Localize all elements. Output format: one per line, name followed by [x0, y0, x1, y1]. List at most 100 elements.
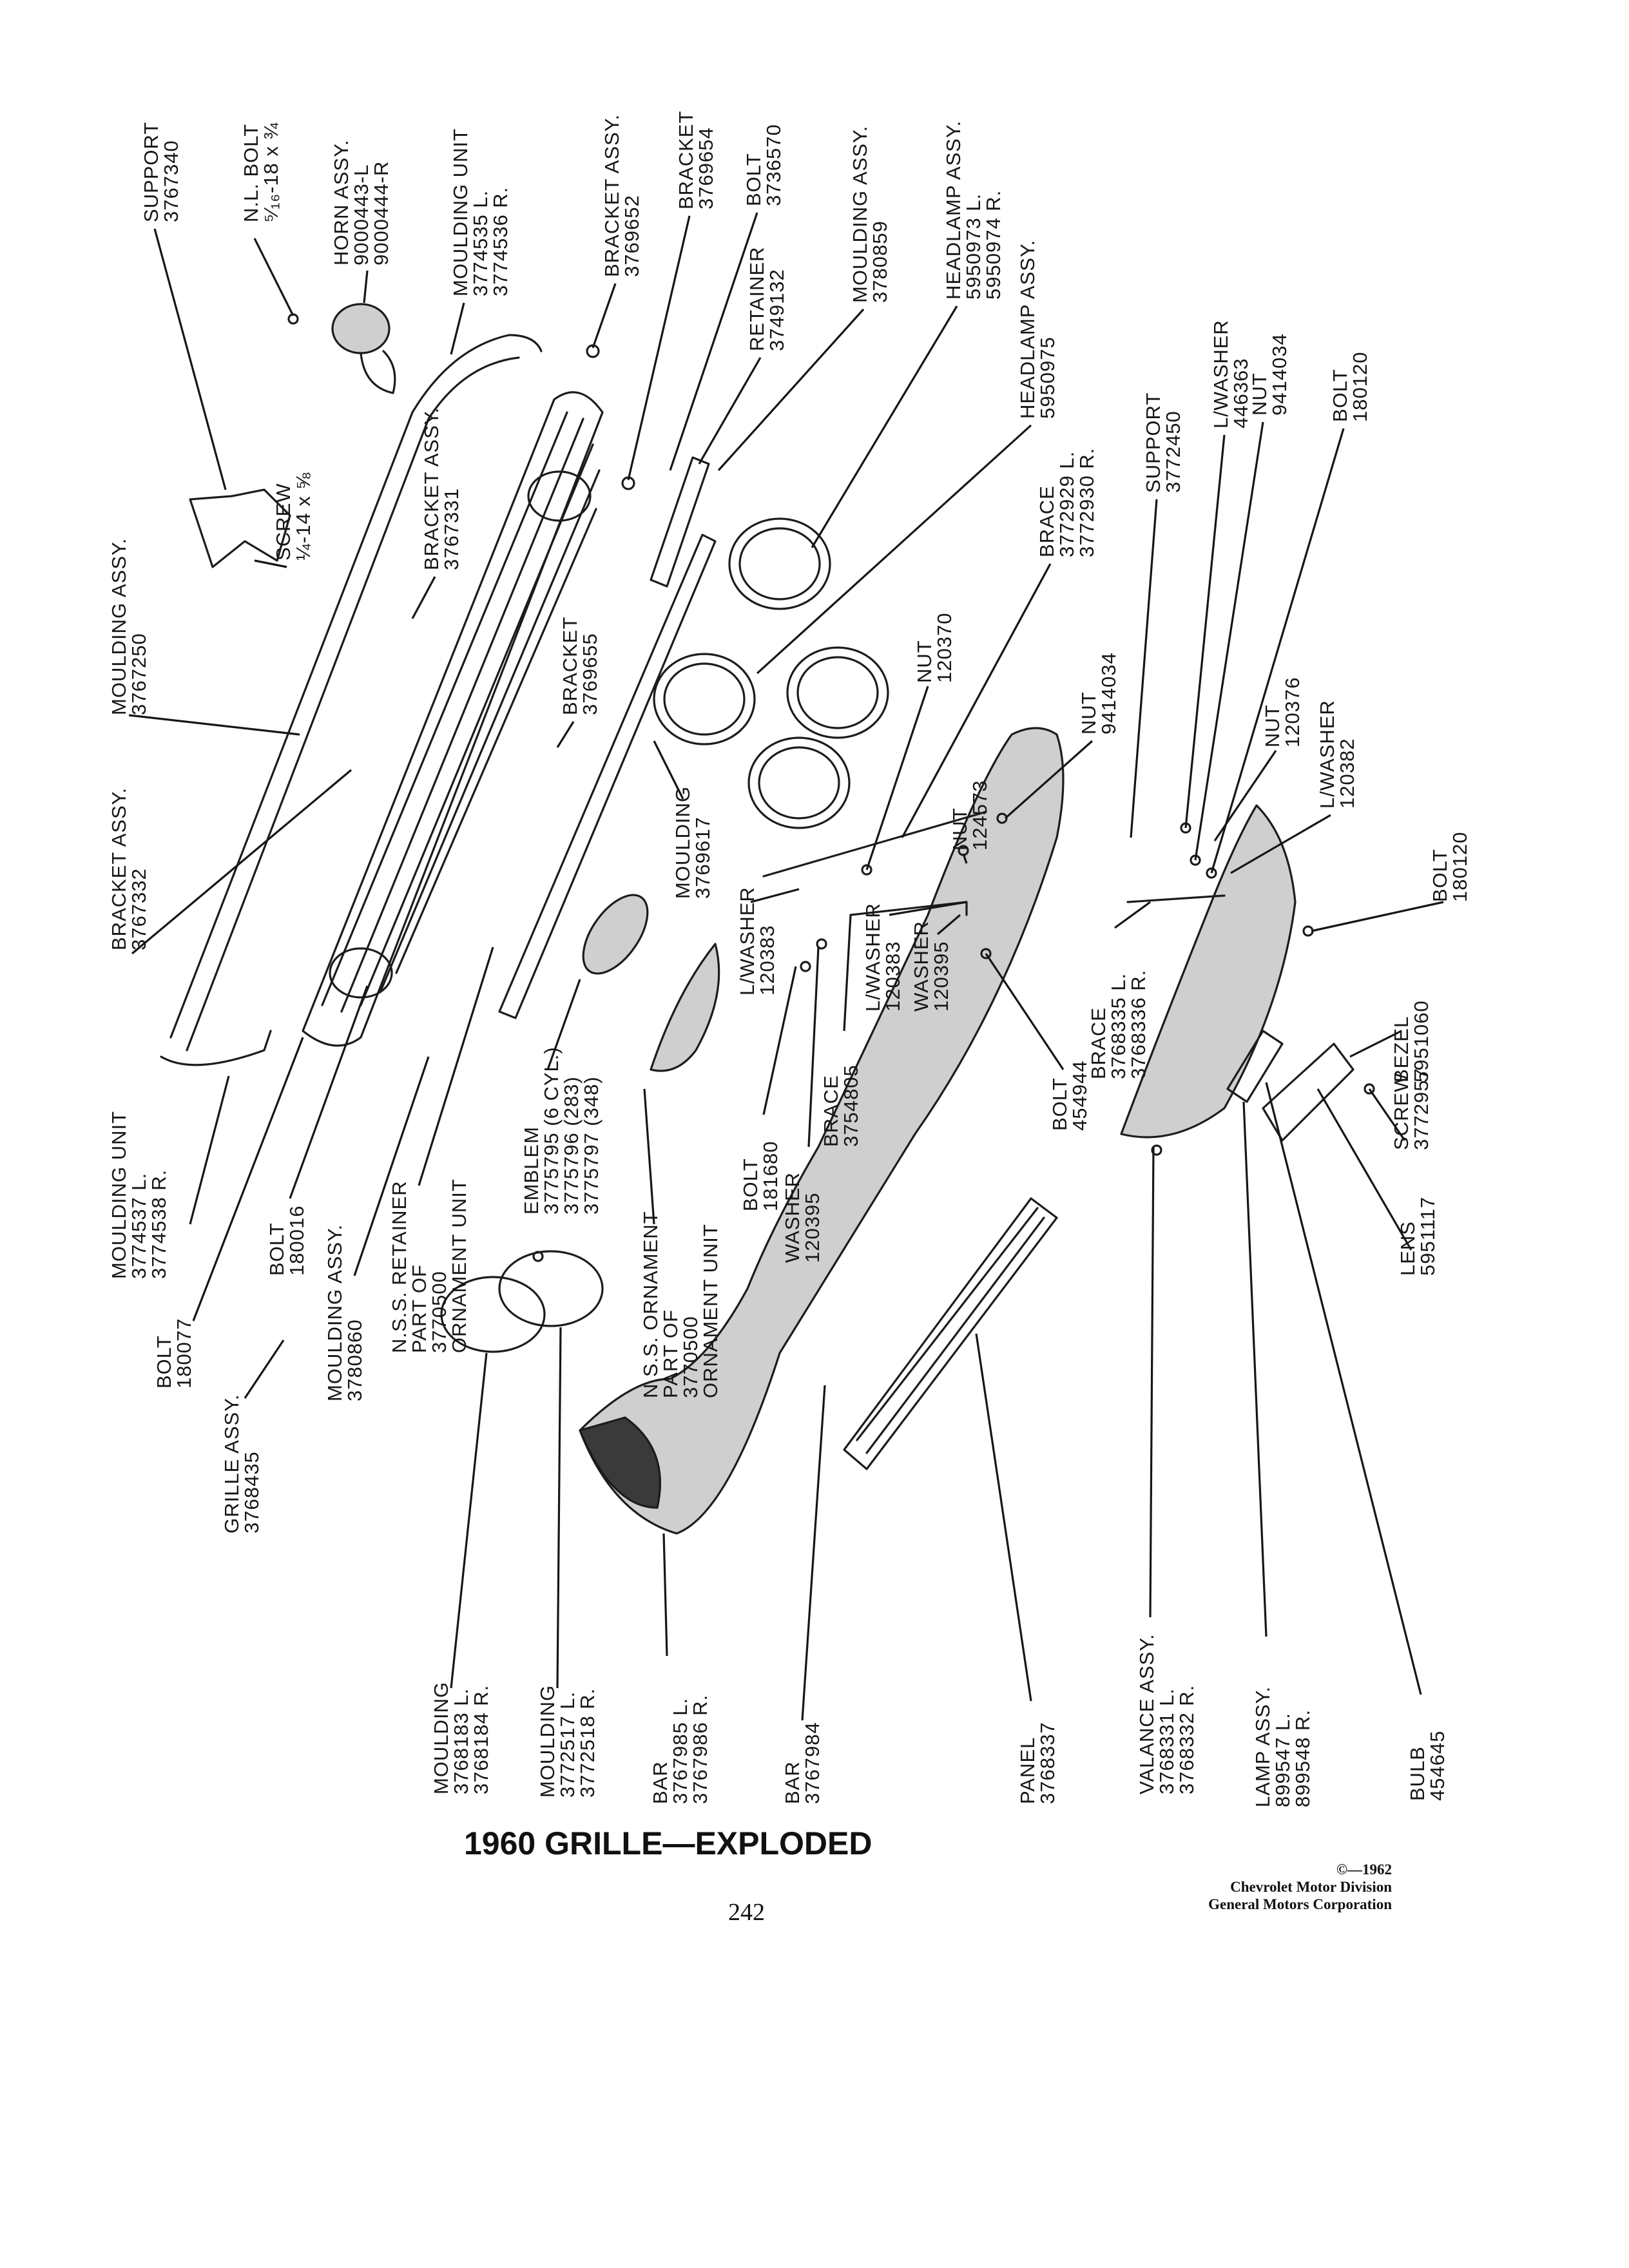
part-name: BAR [649, 1761, 671, 1804]
part-number: 3772518 R. [576, 1688, 599, 1798]
leader-lines [128, 212, 1444, 1721]
part-name: BRACKET [559, 617, 581, 715]
part-number: 3774535 L. [469, 190, 492, 296]
leader-line-washer-120395-b [936, 914, 961, 936]
part-name: BOLT [739, 1158, 762, 1211]
part-name: BOLT [1429, 849, 1451, 902]
part-number: 3772930 R. [1075, 448, 1098, 557]
part-number: 3769655 [579, 633, 601, 715]
leader-line-bracket-3769655 [556, 721, 575, 748]
leader-line-support-3767340 [153, 228, 227, 490]
part-name: NUT [1261, 704, 1284, 747]
leader-line-moulding-unit-3774535 [450, 302, 465, 355]
part-name: SCREW [1390, 1073, 1412, 1150]
leader-line-brace-3768335 [1114, 901, 1151, 929]
part-number: 5951060 [1410, 1000, 1432, 1082]
leader-line-grille-assy [244, 1340, 285, 1399]
leader-line-bolt-180120-a [1210, 428, 1345, 874]
part-number: 120383 [756, 925, 778, 995]
leader-line-nss-ornament [643, 1088, 655, 1225]
part-name: BRACKET ASSY. [420, 407, 443, 570]
leader-line-panel-3768337 [975, 1333, 1032, 1702]
part-number: 3774536 R. [489, 187, 512, 296]
leader-line-lwasher-120383-b [889, 901, 967, 916]
part-name: L/WASHER [1316, 700, 1338, 809]
leader-line-bolt-3736570 [669, 212, 758, 471]
part-number: 3768335 L. [1107, 973, 1130, 1079]
leader-line-moulding-assy-3780860 [353, 1056, 430, 1276]
leader-line-retainer-3749132 [698, 357, 762, 465]
upper-moulding-unit-shape [169, 334, 543, 1039]
part-name: NUT [1248, 372, 1271, 416]
lower-moulding-ring-1 [440, 1276, 546, 1353]
part-label-lamp-assy: LAMP ASSY.899547 L.899548 R. [1251, 1686, 1314, 1807]
part-number: 3769654 [695, 127, 717, 209]
part-name: BRACKET ASSY. [601, 114, 623, 277]
part-number: 9000443-L [350, 164, 372, 265]
part-number: 3775796 (283) [560, 1076, 583, 1215]
part-number: 3774537 L. [128, 1173, 150, 1279]
part-name: LENS [1396, 1221, 1419, 1276]
part-name: BRACE [1036, 485, 1058, 557]
part-number: 3768337 [1036, 1722, 1059, 1804]
part-name: NUT [913, 640, 936, 683]
valance-shape [1120, 804, 1296, 1139]
headlamp-ring-1 [728, 517, 831, 610]
leader-line-nut-9414034-a [1004, 740, 1094, 820]
part-number: 3736570 [762, 124, 785, 206]
part-number: 120395 [930, 941, 952, 1012]
leader-line-moulding-unit-3774537 [189, 1075, 230, 1225]
leader-line-moulding-3768183 [450, 1352, 488, 1689]
part-name: BRACKET [675, 111, 697, 209]
center-moulding-shape [498, 533, 717, 1019]
part-number: 181680 [759, 1141, 782, 1211]
part-number: 120382 [1336, 738, 1358, 809]
part-number: 3768184 R. [470, 1685, 492, 1794]
part-name: MOULDING [430, 1682, 452, 1794]
part-name: SCREW [272, 483, 294, 561]
part-number: 9414034 [1097, 652, 1120, 735]
part-number: 3767985 L. [669, 1698, 691, 1804]
part-number: 180120 [1349, 352, 1371, 422]
leader-line-nut-120370 [865, 686, 929, 870]
leader-line-bar-3767984 [801, 1385, 826, 1721]
part-number: 454645 [1426, 1731, 1449, 1801]
part-name: BEZEL [1390, 1016, 1412, 1082]
part-number: 180120 [1449, 832, 1471, 902]
headlamp-ring-4 [747, 736, 851, 829]
grille-headlamp-opening-upper [527, 470, 592, 522]
leader-line-horn-assy [363, 270, 369, 303]
part-name: WASHER [781, 1172, 804, 1263]
part-name: PANEL [1016, 1737, 1039, 1804]
brace-rod-3 [1126, 894, 1226, 903]
part-number: 120376 [1281, 677, 1304, 747]
part-name: SUPPORT [140, 122, 162, 222]
part-label-headlamp-assy-5950973: HEADLAMP ASSY.5950973 L.5950974 R. [942, 120, 1005, 300]
leader-line-headlamp-assy-5950973 [811, 305, 958, 548]
leader-line-brace-3772929 [901, 563, 1052, 838]
part-number: 3775797 (348) [580, 1076, 602, 1215]
leader-line-lwasher-446363 [1184, 434, 1226, 829]
part-name: BOLT [1048, 1077, 1071, 1131]
part-number: 5950975 [1036, 336, 1059, 419]
part-number: 3772957 [1410, 1068, 1432, 1150]
part-name: HEADLAMP ASSY. [942, 120, 965, 300]
part-name: MOULDING ASSY. [849, 126, 871, 303]
headlamp-ring-3 [786, 646, 889, 739]
lower-moulding-ring-2 [498, 1250, 604, 1327]
leader-line-emblem [546, 979, 581, 1070]
